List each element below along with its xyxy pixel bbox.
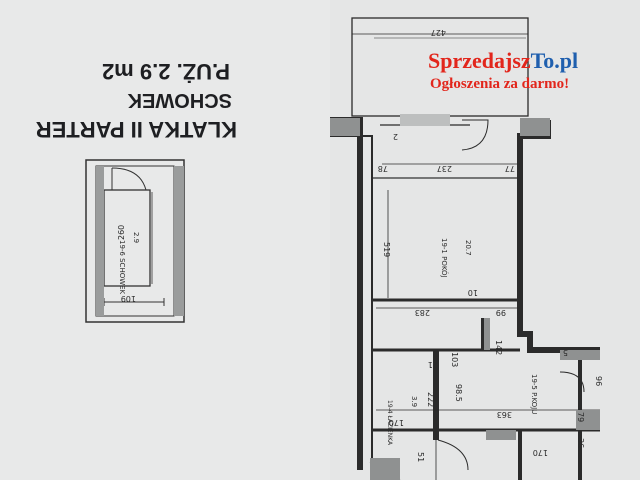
bathroom-label: 19-4 ŁAZIENKA [386,400,393,446]
header-line3: P.UŻ. 2.9 m2 [102,59,230,84]
hall-dim-b: 98.5 [454,384,463,402]
bathroom-dim-a: 222 [426,392,435,407]
room-area: 20.7 [464,240,472,256]
bathroom-dim-b: 170 [389,418,404,427]
storage-area: 2.9 [132,232,140,243]
hall-dim-e: 170 [533,448,548,457]
header-line2: SCHOWEK [127,89,232,111]
misc-d36: 36 [576,438,585,448]
hall-dim-f: 51 [416,452,425,462]
structural-columns [330,114,600,480]
hall-dim-d: 142 [494,340,503,355]
room-small-dim: 10 [468,288,478,297]
misc-d21: 21 [428,360,438,369]
hall-label: 19-5 P.KOJU [530,374,538,414]
bathroom-area: 3.9 [410,396,418,407]
room-bottom-width: 283 [415,308,430,317]
watermark-logo: SprzedajszTo.pl [428,48,578,74]
misc-d2: 2 [393,132,398,141]
room-stub: 99 [496,308,506,317]
room-height: 519 [382,242,391,257]
storage-length: 260 [117,225,126,240]
hall-dim-a: 363 [497,410,512,419]
room-left-offset: 78 [378,164,388,173]
room-width-top: 237 [437,164,452,173]
misc-d96: 96 [594,376,603,386]
storage-plan [85,159,185,323]
hall-dim-c: 103 [450,352,459,367]
room-label: 19-1 POKÓJ [440,238,449,278]
storage-width: 109 [121,294,136,303]
watermark-brand-part1: Sprzedajsz [428,48,531,73]
storage-label: 19-6 SCHOWEK [118,240,126,295]
misc-d79: 79 [576,412,585,422]
watermark-tagline: Ogłoszenia za darmo! [430,76,570,92]
balcony-width: 427 [431,28,446,37]
header-line1: KLATKA II PARTER [35,117,237,142]
misc-d5: 5 [563,348,568,357]
watermark-brand-part2: To.pl [530,48,579,73]
room-right-offset: 77 [505,164,515,173]
